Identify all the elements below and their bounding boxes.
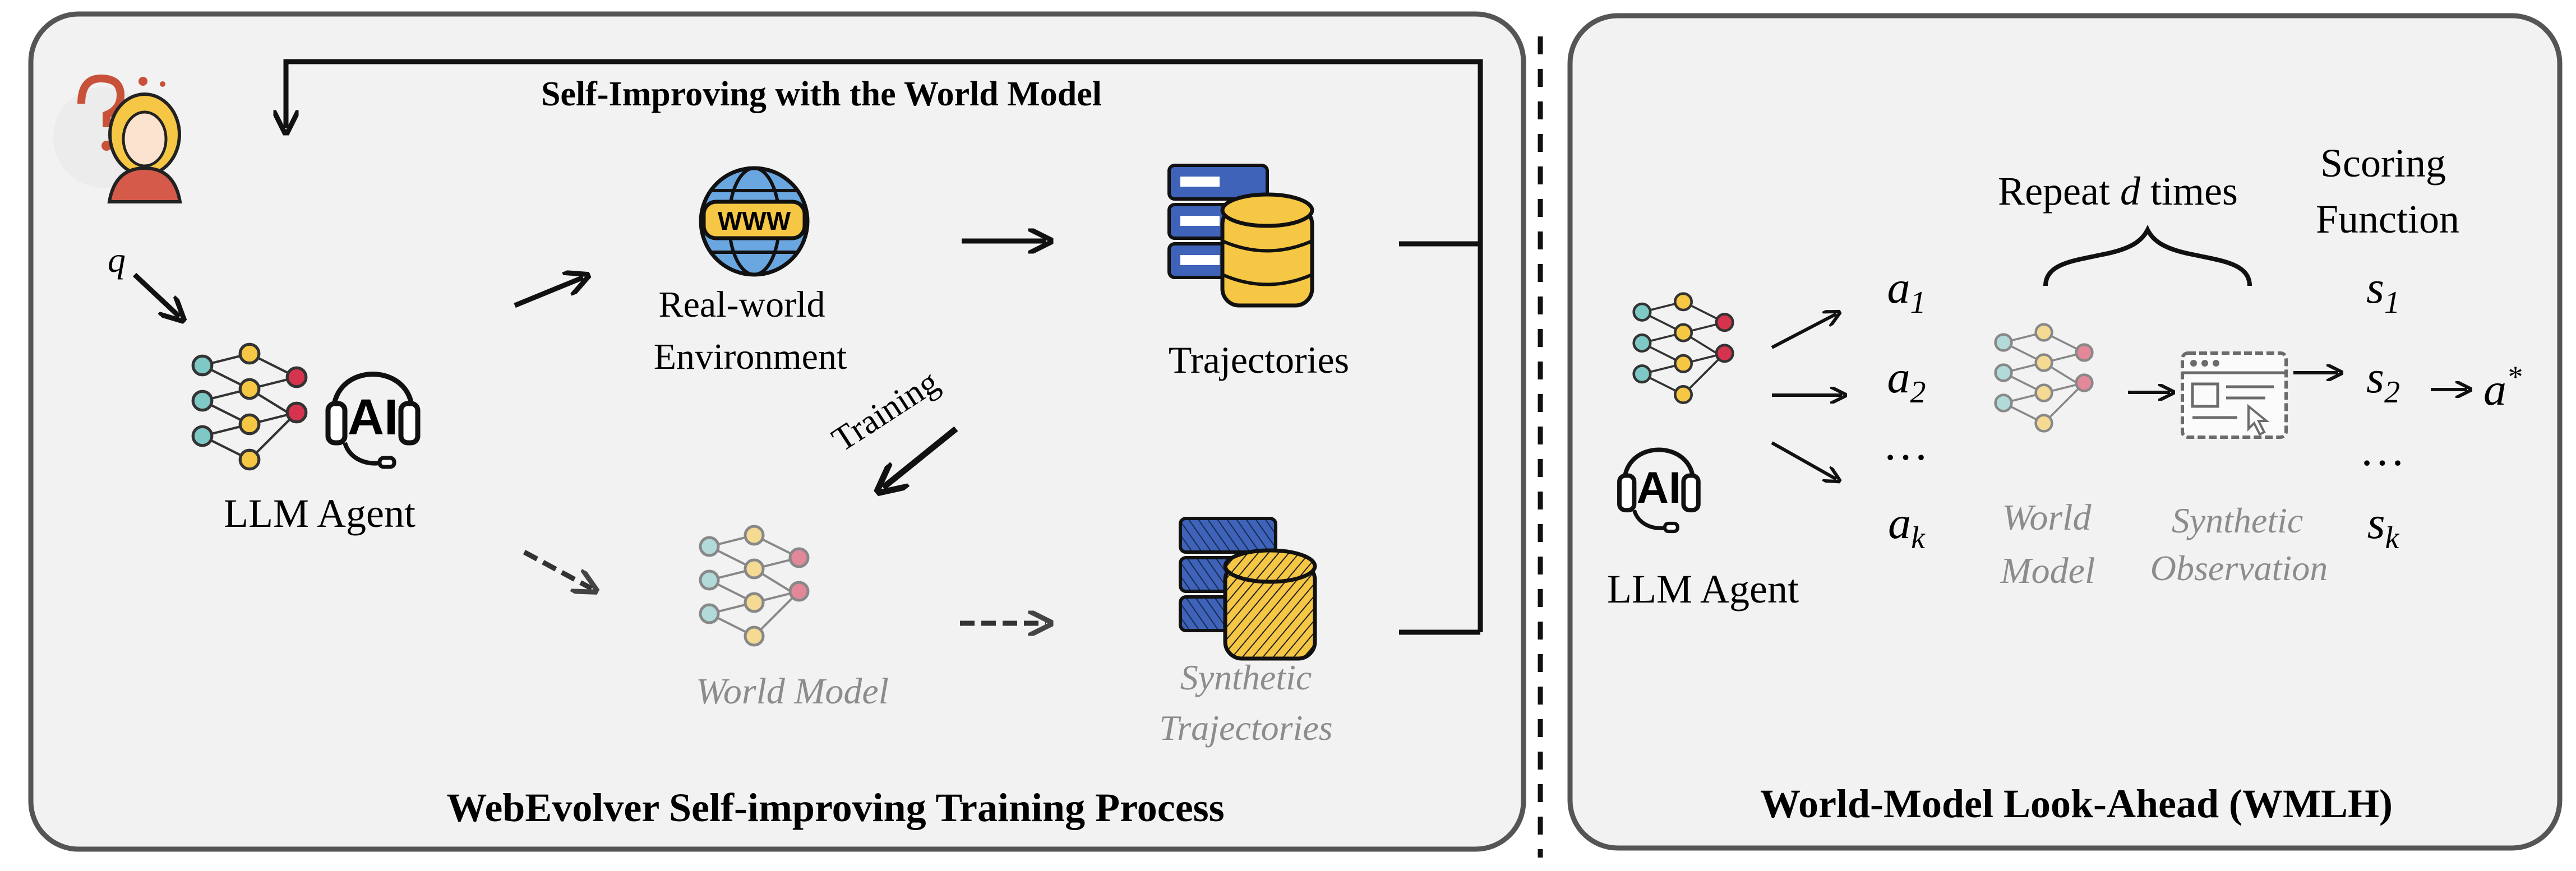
loop-title: Self-Improving with the World Model (541, 75, 1102, 113)
left-panel-caption: WebEvolver Self-improving Training Proce… (446, 785, 1224, 830)
action-item-1: a1 (1887, 262, 1926, 320)
scoring-label-line2: Function (2316, 197, 2459, 242)
best-action: a* (2483, 360, 2522, 415)
left-panel (28, 11, 1526, 852)
score-list: s1 s2 … sk (2363, 262, 2404, 555)
query-symbol: q (108, 240, 126, 280)
score-item-1: s1 (2366, 262, 2400, 320)
score-item-2: s2 (2366, 351, 2400, 410)
scoring-label-line1: Scoring (2320, 141, 2446, 186)
trajectories-database-icon (1167, 164, 1314, 308)
score-item-4: sk (2367, 497, 2400, 555)
action-item-3: … (1886, 419, 1927, 470)
right-agent-label: LLM Agent (1607, 567, 1799, 611)
right-panel (1567, 13, 2563, 851)
world-model-label: World Model (696, 671, 889, 712)
right-ai-badge: AI (1637, 462, 1681, 512)
browser-window-icon (2181, 351, 2288, 439)
right-panel-caption: World-Model Look-Ahead (WMLH) (1760, 781, 2393, 826)
right-world-model-line2: Model (2000, 550, 2095, 591)
www-badge: WWW (718, 206, 791, 235)
observation-label-line2: Observation (2150, 548, 2328, 588)
synthetic-trajectories-database-icon (1179, 517, 1317, 661)
action-item-4: ak (1888, 497, 1926, 555)
synthetic-label-line1: Synthetic (1180, 657, 1312, 697)
repeat-brace (2043, 225, 2252, 286)
score-item-3: … (2363, 424, 2404, 475)
env-label-line1: Real-world (659, 284, 825, 325)
observation-label-line1: Synthetic (2172, 501, 2303, 540)
synthetic-label-line2: Trajectories (1159, 708, 1332, 748)
env-label-line2: Environment (654, 336, 847, 377)
action-item-2: a2 (1887, 351, 1926, 410)
fan-arrow-up (1771, 314, 1836, 349)
ai-badge: AI (348, 390, 398, 446)
agent-label: LLM Agent (224, 491, 416, 536)
ai-headset-icon: AI (328, 374, 418, 467)
agent-to-environment-arrow (514, 277, 583, 308)
trajectories-label: Trajectories (1169, 339, 1349, 381)
right-world-model-line1: World (2002, 497, 2092, 538)
loop-arrow (286, 59, 1483, 247)
right-ai-headset-icon: AI (1619, 450, 1698, 531)
training-arrow (883, 426, 958, 488)
agent-to-world-model-arrow (523, 550, 592, 589)
user-icon (53, 74, 182, 203)
query-arrow (132, 272, 179, 317)
globe-icon: WWW (699, 166, 810, 277)
repeat-label: Repeat d times (1998, 169, 2238, 214)
action-list: a1 a2 … ak (1886, 262, 1927, 555)
fan-arrow-down (1771, 441, 1836, 479)
